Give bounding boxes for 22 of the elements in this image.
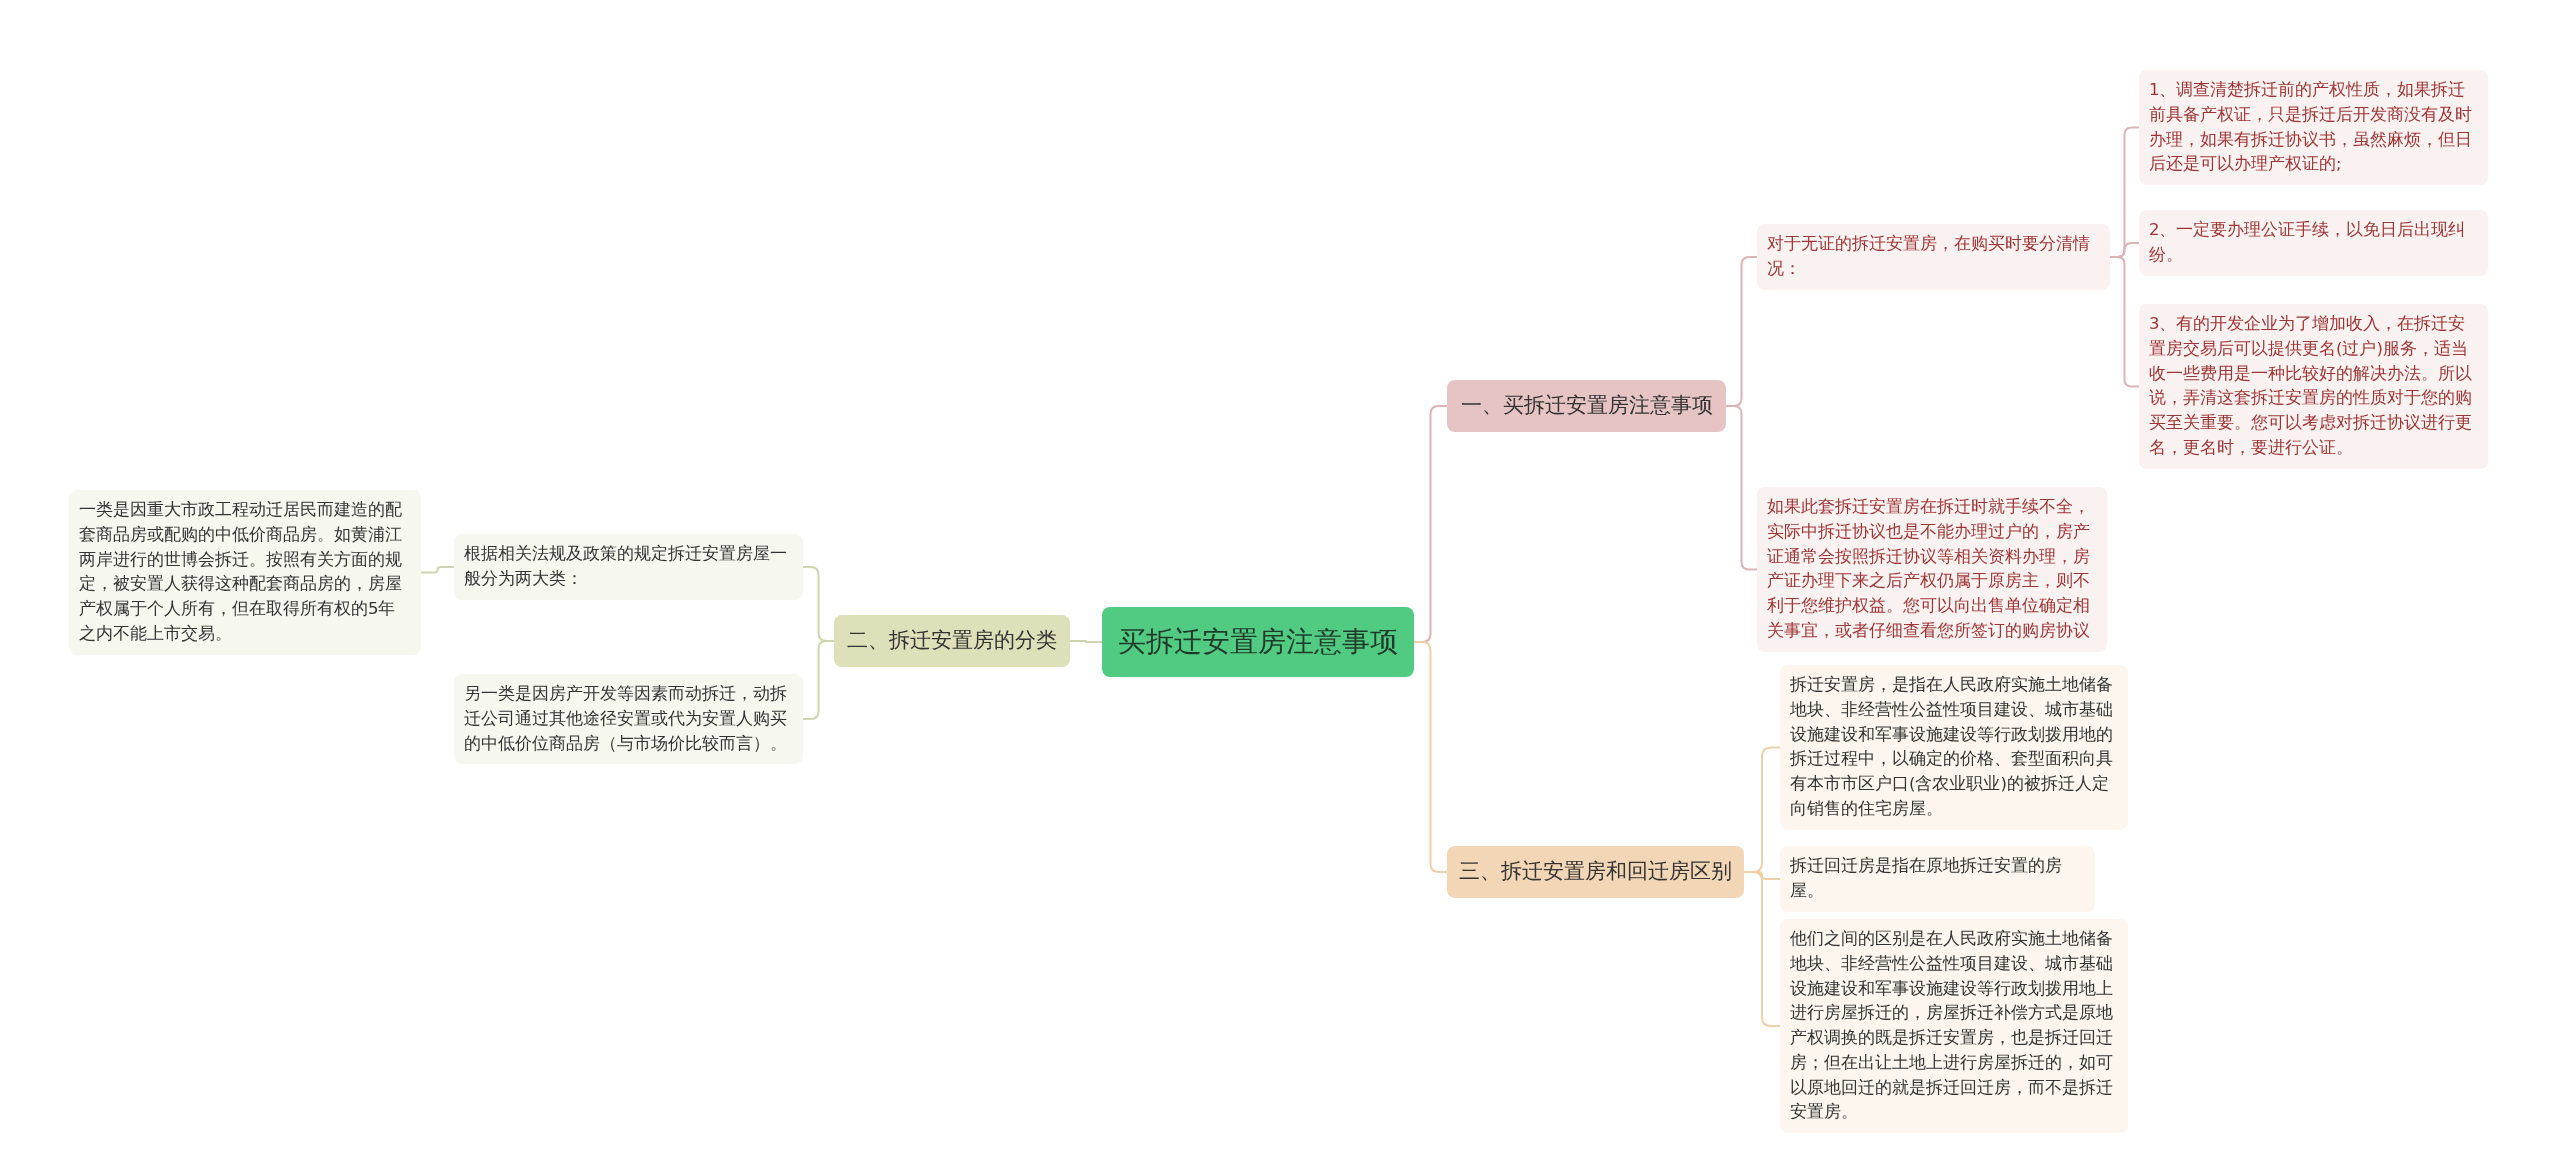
note-box: 他们之间的区别是在人民政府实施土地储备地块、非经营性公益性项目建设、城市基础设施建设和军事设施建设等行政划拨用地上进行房屋拆迁的，房屋拆迁补偿方式是原地产权调换的既是拆迁安置房，也是拆迁回迁房；但在出让土地上进行房屋拆迁的，如可以原地回迁的就是拆迁回迁房，而不是拆迁安置房。 [1780,919,2128,1133]
connector-line [420,566,455,574]
note-box: 对于无证的拆迁安置房，在购买时要分清情况： [1757,224,2110,290]
connector-line [1413,641,1448,873]
connector-line [2109,256,2140,388]
note-box: 如果此套拆迁安置房在拆迁时就手续不全，实际中拆迁协议也是不能办理过户的，房产证通常会按照拆迁协议等相关资料办理，房产证办理下来之后产权仍属于原房主，则不利于您维护权益。您可以向出售单位确定相关事宜，或者仔细查看您所签订的购房协议 [1757,487,2107,652]
note-box: 另一类是因房产开发等因素而动拆迁，动拆迁公司通过其他途径安置或代为安置人购买的中低价位商品房（与市场价比较而言）。 [454,674,803,765]
note-box: 1、调查清楚拆迁前的产权性质，如果拆迁前具备产权证，只是拆迁后开发商没有及时办理，如果有拆迁协议书，虽然麻烦，但日后还是可以办理产权证的; [2139,70,2488,185]
connector-line [802,640,835,720]
connector-line [1743,871,1781,1027]
connector-line [1069,640,1103,643]
note-box: 3、有的开发企业为了增加收入，在拆迁安置房交易后可以提供更名(过户)服务，适当收一些费用是一种比较好的解决办法。所以说，弄清这套拆迁安置房的性质对于您的购买至关重要。您可以考虑对拆迁协议进行更名，更名时，要进行公证。 [2139,304,2488,469]
topic-box: 一、买拆迁安置房注意事项 [1447,380,1726,432]
note-box: 拆迁回迁房是指在原地拆迁安置的房屋。 [1780,846,2095,912]
note-box: 2、一定要办理公证手续，以免日后出现纠纷。 [2139,210,2488,276]
topic-box: 二、拆迁安置房的分类 [834,615,1070,667]
note-box: 一类是因重大市政工程动迁居民而建造的配套商品房或配购的中低价商品房。如黄浦江两岸进行的世博会拆迁。按照有关方面的规定，被安置人获得这种配套商品房的，房屋产权属于个人所有，但在取得所有权的5年之内不能上市交易。 [69,490,421,655]
topic-box: 三、拆迁安置房和回迁房区别 [1447,846,1744,898]
note-box: 拆迁安置房，是指在人民政府实施土地储备地块、非经营性公益性项目建设、城市基础设施建设和军事设施建设等行政划拨用地的拆迁过程中，以确定的价格、套型面积向具有本市市区户口(含农业职业)的被拆迁人定向销售的住宅房屋。 [1780,665,2128,830]
connector-line [1725,405,1758,571]
note-box: 根据相关法规及政策的规定拆迁安置房屋一般分为两大类： [454,534,803,600]
root-topic-box: 买拆迁安置房注意事项 [1102,607,1414,677]
